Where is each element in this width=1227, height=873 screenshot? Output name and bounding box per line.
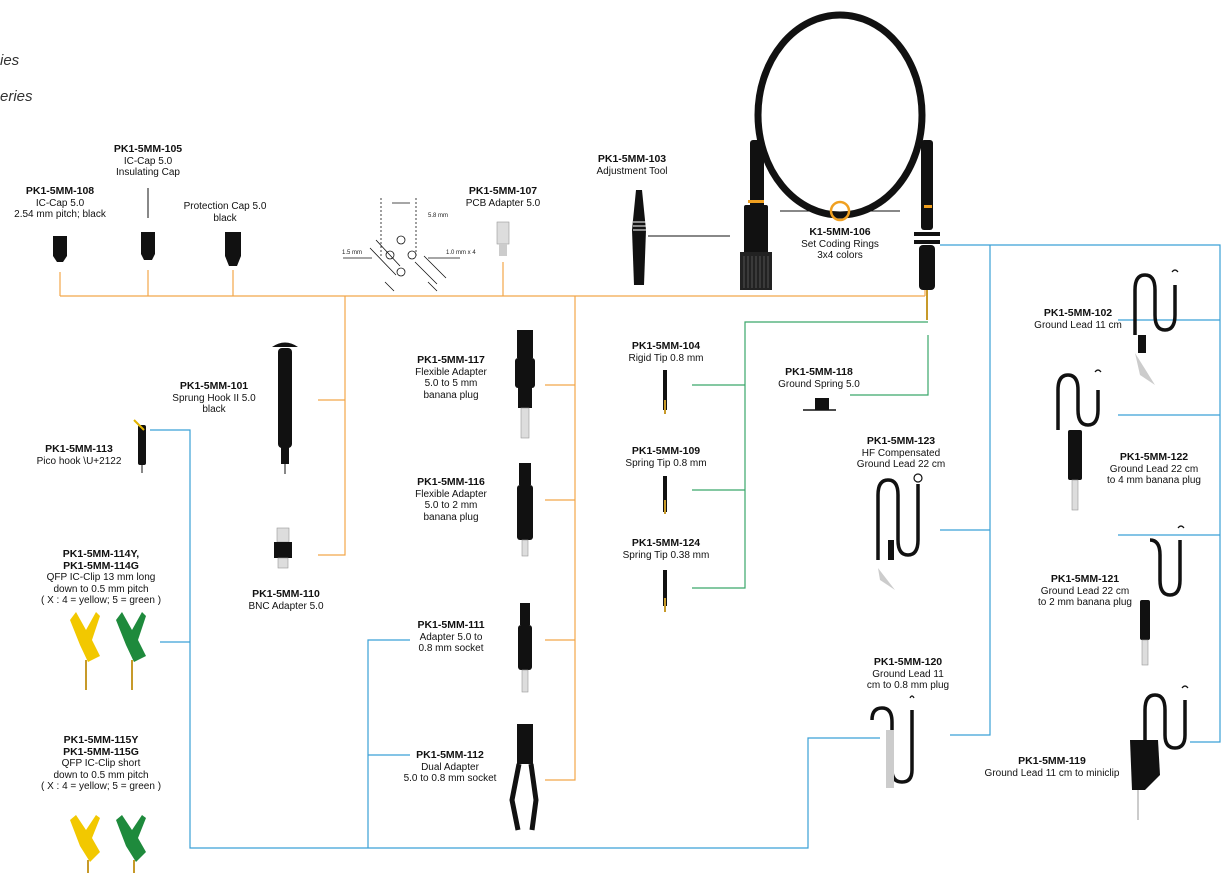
ground-lead-121-icon [1149,525,1185,597]
dimension-label-1-5: 1.5 mm [342,250,362,256]
alligator-clip-123-icon [878,568,895,590]
qfp-clip-long-yellow-icon [70,612,100,690]
blue-connector-lines [150,244,1221,849]
spring-tip-109-icon [663,476,667,514]
ground-lead-102-icon [1133,269,1179,335]
series-title-line-1: ies [0,52,20,69]
green-connector-lines [692,321,929,589]
dual-adapter-icon [509,724,539,831]
orange-connector-lines [59,262,926,781]
ground-lead-123-icon [876,473,923,560]
ic-cap-108-icon [53,236,67,262]
ground-lead-122-icon [1056,369,1102,430]
pico-hook-icon [133,419,146,473]
coding-ring-icon [829,200,851,222]
rigid-tip-icon [663,370,667,414]
dimension-label-5-8: 5.8 mm [428,213,448,219]
adjustment-tool-icon [632,190,730,285]
qfp-clip-short-green-icon [116,815,146,873]
ground-spring-icon [803,398,836,411]
qfp-clip-short-yellow-icon [70,815,100,873]
bnc-adapter-icon [274,527,292,569]
dimension-label-1-0: 1.0 mm x 4 [446,250,476,256]
protection-cap-icon [225,232,241,266]
pcb-adapter-dimension-drawing [343,198,460,292]
spring-tip-124-icon [663,570,667,612]
adapter-111-icon [518,603,532,693]
flexible-adapter-116-icon [517,463,533,557]
flexible-adapter-117-icon [515,330,535,439]
ground-lead-119-icon [1143,685,1189,750]
qfp-clip-long-green-icon [116,612,146,690]
sprung-hook-icon [272,342,298,474]
ic-cap-105-icon [141,232,155,260]
pcb-adapter-icon [496,221,510,256]
series-title-line-2: eries [0,88,33,105]
main-probe [740,11,940,320]
